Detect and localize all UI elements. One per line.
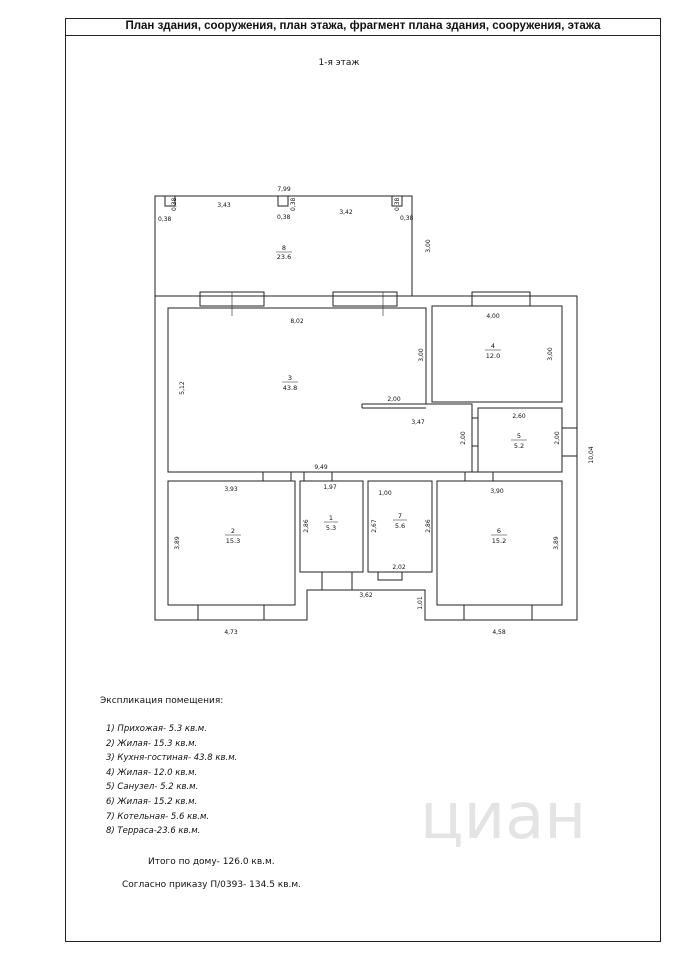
- svg-text:2: 2: [231, 527, 235, 535]
- dim-kitchen-step: 2,00: [387, 396, 401, 403]
- room-label-6: 6 15.2: [491, 527, 507, 545]
- dim-room4-height: 3,00: [547, 347, 554, 361]
- list-item: 4) Жилая- 12.0 кв.м.: [106, 767, 198, 778]
- dim-bottom-left: 4,73: [224, 629, 238, 636]
- dim-room2-width: 3,93: [224, 486, 238, 493]
- dim-terrace-right: 3,42: [339, 209, 353, 216]
- dim-kitchen-height: 5,12: [179, 381, 186, 395]
- door-kitchen-room2: [262, 471, 292, 482]
- dim-room1-width: 1,97: [323, 484, 337, 491]
- dim-kitchen-width: 8,02: [290, 318, 304, 325]
- dim-house-width-mid: 9,49: [314, 464, 328, 471]
- total-area: Итого по дому- 126.0 кв.м.: [148, 857, 275, 867]
- dim-bottom-right: 4,58: [492, 629, 506, 636]
- svg-text:8: 8: [282, 244, 286, 252]
- svg-text:43.8: 43.8: [283, 384, 297, 392]
- svg-text:5.6: 5.6: [395, 522, 405, 530]
- dim-col-c: 0,38: [277, 214, 291, 221]
- dim-kitchen-step2: 3,47: [411, 419, 425, 426]
- dim-room6-height: 3,89: [553, 536, 560, 550]
- room-label-8: 8 23.6: [276, 244, 292, 261]
- list-item: 7) Котельная- 5.6 кв.м.: [106, 811, 210, 822]
- entrance-door: [321, 571, 353, 591]
- window-kitchen-2: [332, 291, 398, 307]
- window-room-6: [463, 604, 533, 621]
- list-item: 5) Санузел- 5.2 кв.м.: [106, 782, 199, 793]
- door-kitchen-room6: [464, 471, 494, 482]
- dim-col-f: 0,38: [400, 215, 414, 222]
- watermark-logo: циан: [420, 780, 587, 854]
- dim-entry-depth: 1,01: [417, 596, 424, 610]
- dim-room5-width: 2,60: [512, 413, 526, 420]
- dim-entry-width: 3,62: [359, 592, 373, 599]
- dim-terrace-total: 7,99: [277, 186, 291, 193]
- dim-col-e: 0,38: [394, 197, 401, 211]
- dim-room5-height: 2,00: [554, 431, 561, 445]
- svg-text:23.6: 23.6: [277, 253, 291, 261]
- dim-room7-bottom: 2,02: [392, 564, 406, 571]
- door-kitchen-room5: [471, 417, 479, 447]
- sheet-title: План здания, сооружения, план этажа, фра…: [65, 18, 661, 36]
- svg-text:4: 4: [491, 342, 495, 350]
- room-3-outline: [167, 307, 473, 473]
- room-label-4: 4 12.0: [485, 342, 501, 360]
- room-label-5: 5 5.2: [511, 432, 527, 450]
- dim-col-a: 0,38: [158, 216, 172, 223]
- svg-text:5.2: 5.2: [514, 442, 524, 450]
- dim-room7-right: 2,86: [425, 519, 432, 533]
- svg-text:6: 6: [497, 527, 501, 535]
- window-room-2: [197, 604, 265, 621]
- svg-text:5.3: 5.3: [326, 524, 336, 532]
- dim-terrace-left: 3,43: [217, 202, 231, 209]
- dim-col-d: 0,38: [290, 197, 297, 211]
- explication-title: Экспликация помещения:: [100, 696, 224, 706]
- dim-kitchen-inner: 3,00: [418, 348, 425, 362]
- list-item: 2) Жилая- 15.3 кв.м.: [106, 738, 198, 749]
- svg-text:15.3: 15.3: [226, 537, 240, 545]
- door-kitchen-room1: [303, 471, 333, 482]
- svg-text:5: 5: [517, 432, 521, 440]
- room-label-7: 7 5.6: [393, 512, 407, 530]
- explication-list: 1) Прихожая- 5.3 кв.м. 2) Жилая- 15.3 кв…: [100, 724, 237, 841]
- floor-label: 1-я этаж: [318, 58, 360, 68]
- dim-terrace-depth: 3,00: [425, 239, 432, 253]
- dim-room7-width: 1,00: [378, 490, 392, 497]
- dim-col-b: 0,38: [171, 197, 178, 211]
- svg-text:12.0: 12.0: [486, 352, 500, 360]
- dim-room6-width: 3,90: [490, 488, 504, 495]
- window-room-5: [561, 427, 578, 457]
- svg-text:1: 1: [329, 514, 333, 522]
- svg-text:15.2: 15.2: [492, 537, 506, 545]
- list-item: 6) Жилая- 15.2 кв.м.: [106, 796, 198, 807]
- explication: Экспликация помещения: 1) Прихожая- 5.3 …: [100, 696, 237, 841]
- order-area: Согласно приказу П/0393- 134.5 кв.м.: [122, 880, 302, 890]
- list-item: 8) Терраса-23.6 кв.м.: [106, 826, 201, 837]
- drawing-frame: [65, 18, 661, 942]
- list-item: 3) Кухня-гостиная- 43.8 кв.м.: [106, 753, 238, 764]
- svg-text:3: 3: [288, 374, 292, 382]
- room-label-3: 3 43.8: [282, 374, 298, 392]
- room-label-2: 2 15.3: [225, 527, 241, 545]
- house-outer-wall: [154, 295, 578, 621]
- svg-text:7: 7: [398, 512, 402, 520]
- dim-room4-width: 4,00: [486, 313, 500, 320]
- room-label-1: 1 5.3: [324, 514, 338, 532]
- list-item: 1) Прихожая- 5.3 кв.м.: [106, 724, 207, 734]
- terrace-column-right: [391, 195, 403, 207]
- dim-room7-left: 2,67: [371, 519, 378, 533]
- terrace-column-left: [164, 195, 176, 207]
- terrace-column-mid: [277, 195, 289, 207]
- dim-room1-height: 2,86: [303, 519, 310, 533]
- dim-room2-height: 3,89: [174, 536, 181, 550]
- dim-kitchen-step3: 2,00: [460, 431, 467, 445]
- door-room7: [377, 571, 403, 581]
- window-room-4: [471, 291, 531, 307]
- dim-house-height: 10,04: [588, 446, 595, 463]
